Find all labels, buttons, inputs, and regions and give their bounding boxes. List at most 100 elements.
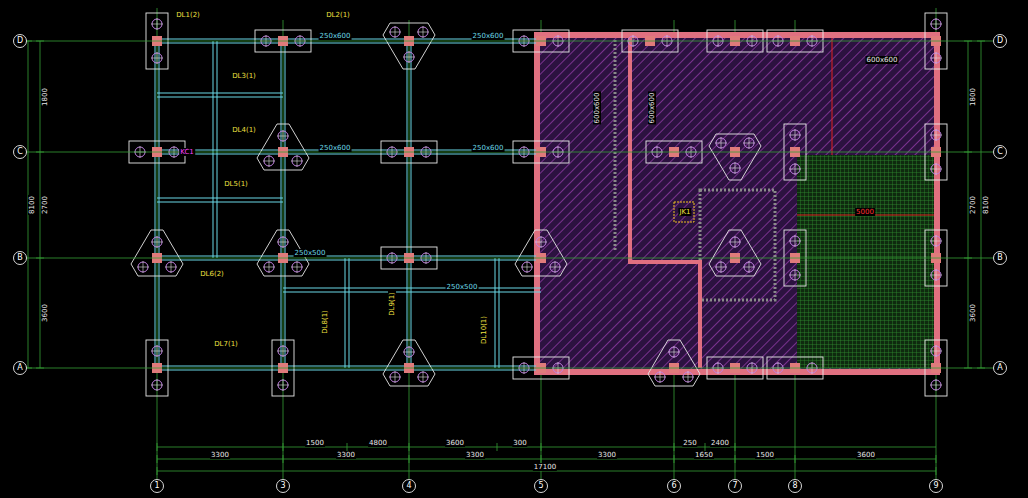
pile-cross xyxy=(403,51,415,63)
pile-circle xyxy=(152,380,162,390)
pile-cross xyxy=(277,130,289,142)
pile-cross xyxy=(151,18,163,30)
annotation-text: 3600 xyxy=(856,451,876,459)
axis-label: 8 xyxy=(792,482,797,490)
dimension-text: 8100 xyxy=(982,195,990,215)
ground-beam xyxy=(213,41,217,258)
axis-bubble: B xyxy=(13,251,27,265)
pile-cross xyxy=(729,236,741,248)
pile-circle xyxy=(931,130,941,140)
pile-circle xyxy=(404,52,414,62)
pile-circle xyxy=(278,346,288,356)
axis-bubble: A xyxy=(993,361,1007,375)
pile-cross xyxy=(930,379,942,391)
pile-circle xyxy=(292,156,302,166)
pile-cross xyxy=(715,137,727,149)
axis-bubble: 5 xyxy=(534,479,548,493)
pile-cross xyxy=(715,261,727,273)
dimension-text: 600x600 xyxy=(648,92,656,125)
inner-wall xyxy=(630,38,700,368)
annotation-text: KC1 xyxy=(179,148,195,156)
pile-cross xyxy=(789,235,801,247)
pile-cap xyxy=(383,23,435,69)
ground-beam xyxy=(281,41,285,368)
pile-circle xyxy=(931,236,941,246)
pile-circle xyxy=(390,372,400,382)
dimension-tick xyxy=(157,443,936,475)
pile-circle xyxy=(418,372,428,382)
pile-circle xyxy=(655,372,665,382)
axis-label: 1 xyxy=(154,482,159,490)
annotation-text: DL2(1) xyxy=(325,11,351,19)
pile-cross xyxy=(668,346,680,358)
annotation-text: DL7(1) xyxy=(213,340,239,348)
pile-circle xyxy=(278,237,288,247)
annotation-text: DL5(1) xyxy=(223,180,249,188)
pile-cap xyxy=(709,134,761,180)
pile-cross xyxy=(277,379,289,391)
dimension-text: 2700 xyxy=(41,195,49,215)
pile-cross xyxy=(682,371,694,383)
pile-circle xyxy=(744,138,754,148)
annotation-text: 3300 xyxy=(210,451,230,459)
basement-slab xyxy=(537,35,937,372)
pile-cross xyxy=(137,261,149,273)
pile-circle xyxy=(152,53,162,63)
axis-label: 5 xyxy=(538,482,543,490)
dimension-text: 8100 xyxy=(28,195,36,215)
annotation-text: 1500 xyxy=(305,439,325,447)
axis-label: 3 xyxy=(280,482,285,490)
annotation-text: 250 xyxy=(682,439,697,447)
ground-beam xyxy=(155,41,159,368)
pile-cap xyxy=(257,124,309,170)
pile-cap xyxy=(383,340,435,386)
ground-beam xyxy=(407,41,411,368)
pile-circle xyxy=(264,156,274,166)
dimension-text: 3600 xyxy=(41,303,49,323)
dimension-text: DL8(1) xyxy=(321,309,329,335)
annotation-text: 3300 xyxy=(336,451,356,459)
pile-cross xyxy=(291,155,303,167)
axis-bubble: B xyxy=(993,251,1007,265)
annotation-text: DL6(2) xyxy=(199,270,225,278)
pile-circle xyxy=(536,237,546,247)
dashed-wall xyxy=(700,190,775,300)
pile-circle xyxy=(264,262,274,272)
pile-cross xyxy=(789,129,801,141)
axis-grid-line xyxy=(27,41,993,42)
axis-bubble: 8 xyxy=(788,479,802,493)
pile-circle xyxy=(730,237,740,247)
axis-grid-line xyxy=(27,152,993,153)
dimension-text: 1800 xyxy=(969,87,977,107)
annotation-text: 3300 xyxy=(465,451,485,459)
pile-cross xyxy=(389,371,401,383)
pile-circle xyxy=(931,53,941,63)
pile-cross xyxy=(521,261,533,273)
pile-cross xyxy=(277,236,289,248)
annotation-text: JK1 xyxy=(678,208,691,216)
pile-circle xyxy=(550,262,560,272)
dimension-text: 600x600 xyxy=(593,92,601,125)
pile-circle xyxy=(404,347,414,357)
annotation-text: 1650 xyxy=(694,451,714,459)
dimension-text: DL9(1) xyxy=(388,291,396,317)
annotation-text: 2400 xyxy=(710,439,730,447)
axis-lines xyxy=(157,8,936,479)
pile-circle xyxy=(790,236,800,246)
slab-border xyxy=(537,35,937,372)
pile-circle xyxy=(790,270,800,280)
axis-bubble: D xyxy=(993,34,1007,48)
pile-cross xyxy=(729,162,741,174)
pile-cross xyxy=(389,26,401,38)
annotation-text: 250x600 xyxy=(319,32,352,40)
pile-caps xyxy=(129,13,947,396)
pile-cross xyxy=(930,129,942,141)
pile-cross xyxy=(789,163,801,175)
axis-bubble: 3 xyxy=(276,479,290,493)
pile-circle xyxy=(730,163,740,173)
annotation-text: DL1(2) xyxy=(175,11,201,19)
axis-line xyxy=(409,20,410,479)
pile-circle xyxy=(716,138,726,148)
